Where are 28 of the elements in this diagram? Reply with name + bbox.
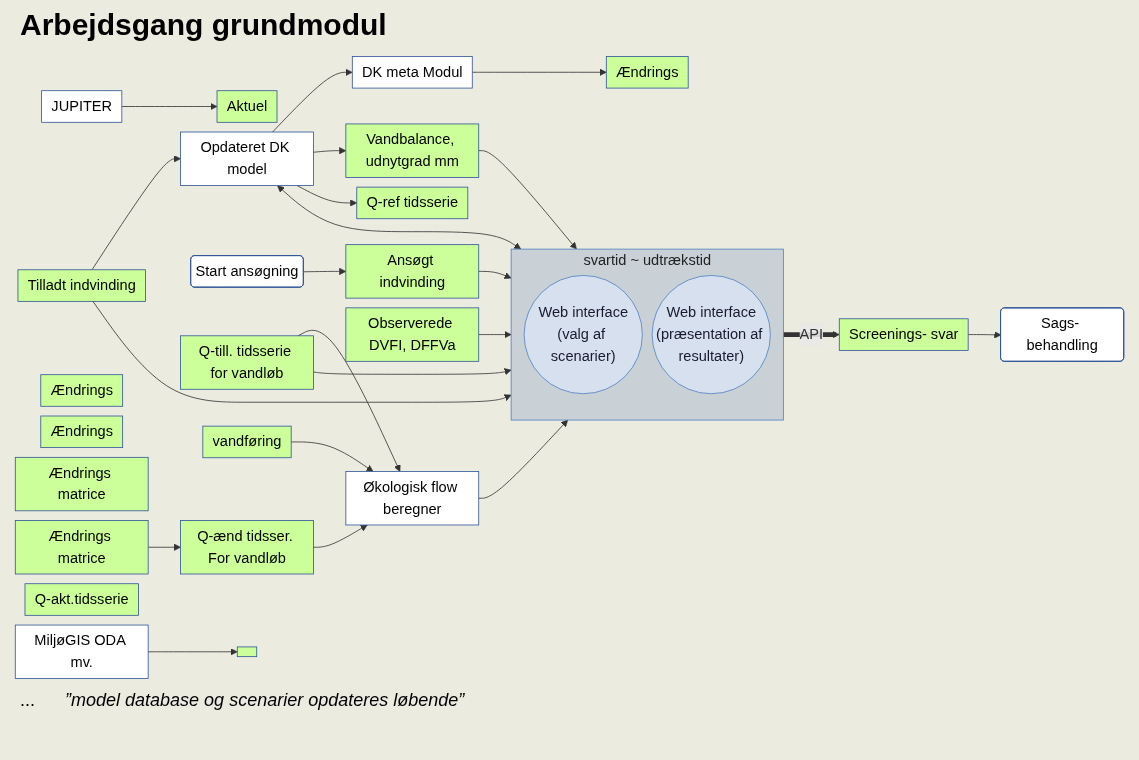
node-box: Q-ref tidsserie [356,186,469,220]
node-box: Screenings- svar [838,318,969,351]
edge-label: API [799,326,824,343]
node-box: JUPITER [41,90,123,123]
node-box: Q-ænd tidsser. For vandløb [180,520,314,575]
node-box: Ændrings matrice [14,520,149,575]
node-box: Ændrings [605,56,689,89]
node-box [236,646,258,658]
node-box: Q-akt.tidsserie [24,583,139,616]
node-box: MiljøGIS ODA mv. [14,624,149,679]
node-box: Ansøgt indvinding [345,244,480,299]
note-text: ”model database og scenarier opdateres løbende” [65,690,465,711]
node-circle: Web interface (valg af scenarier) [523,275,643,395]
node-box: Ændrings matrice [14,456,149,512]
node-box: vandføring [202,425,292,459]
node-box: Ændrings [40,415,124,448]
node-box: DK meta Modul [351,56,473,89]
diagram-title: Arbejdsgang grundmodul [20,8,388,41]
node-box: Økologisk flow beregner [345,471,480,526]
node-box: Ændrings [40,374,124,407]
node-box: Opdateret DK model [180,131,314,186]
node-box: Observerede DVFI, DFFVa [345,307,480,362]
ellipsis-text: ... [20,690,35,711]
node-box: Aktuel [216,90,278,123]
node-circle: Web interface (præsentation af resultater) [651,275,771,395]
node-box: Q-till. tidsserie for vandløb [180,335,314,390]
node-box: Tilladt indvinding [17,269,146,302]
node-box: Vandbalance, udnytgrad mm [345,123,480,178]
